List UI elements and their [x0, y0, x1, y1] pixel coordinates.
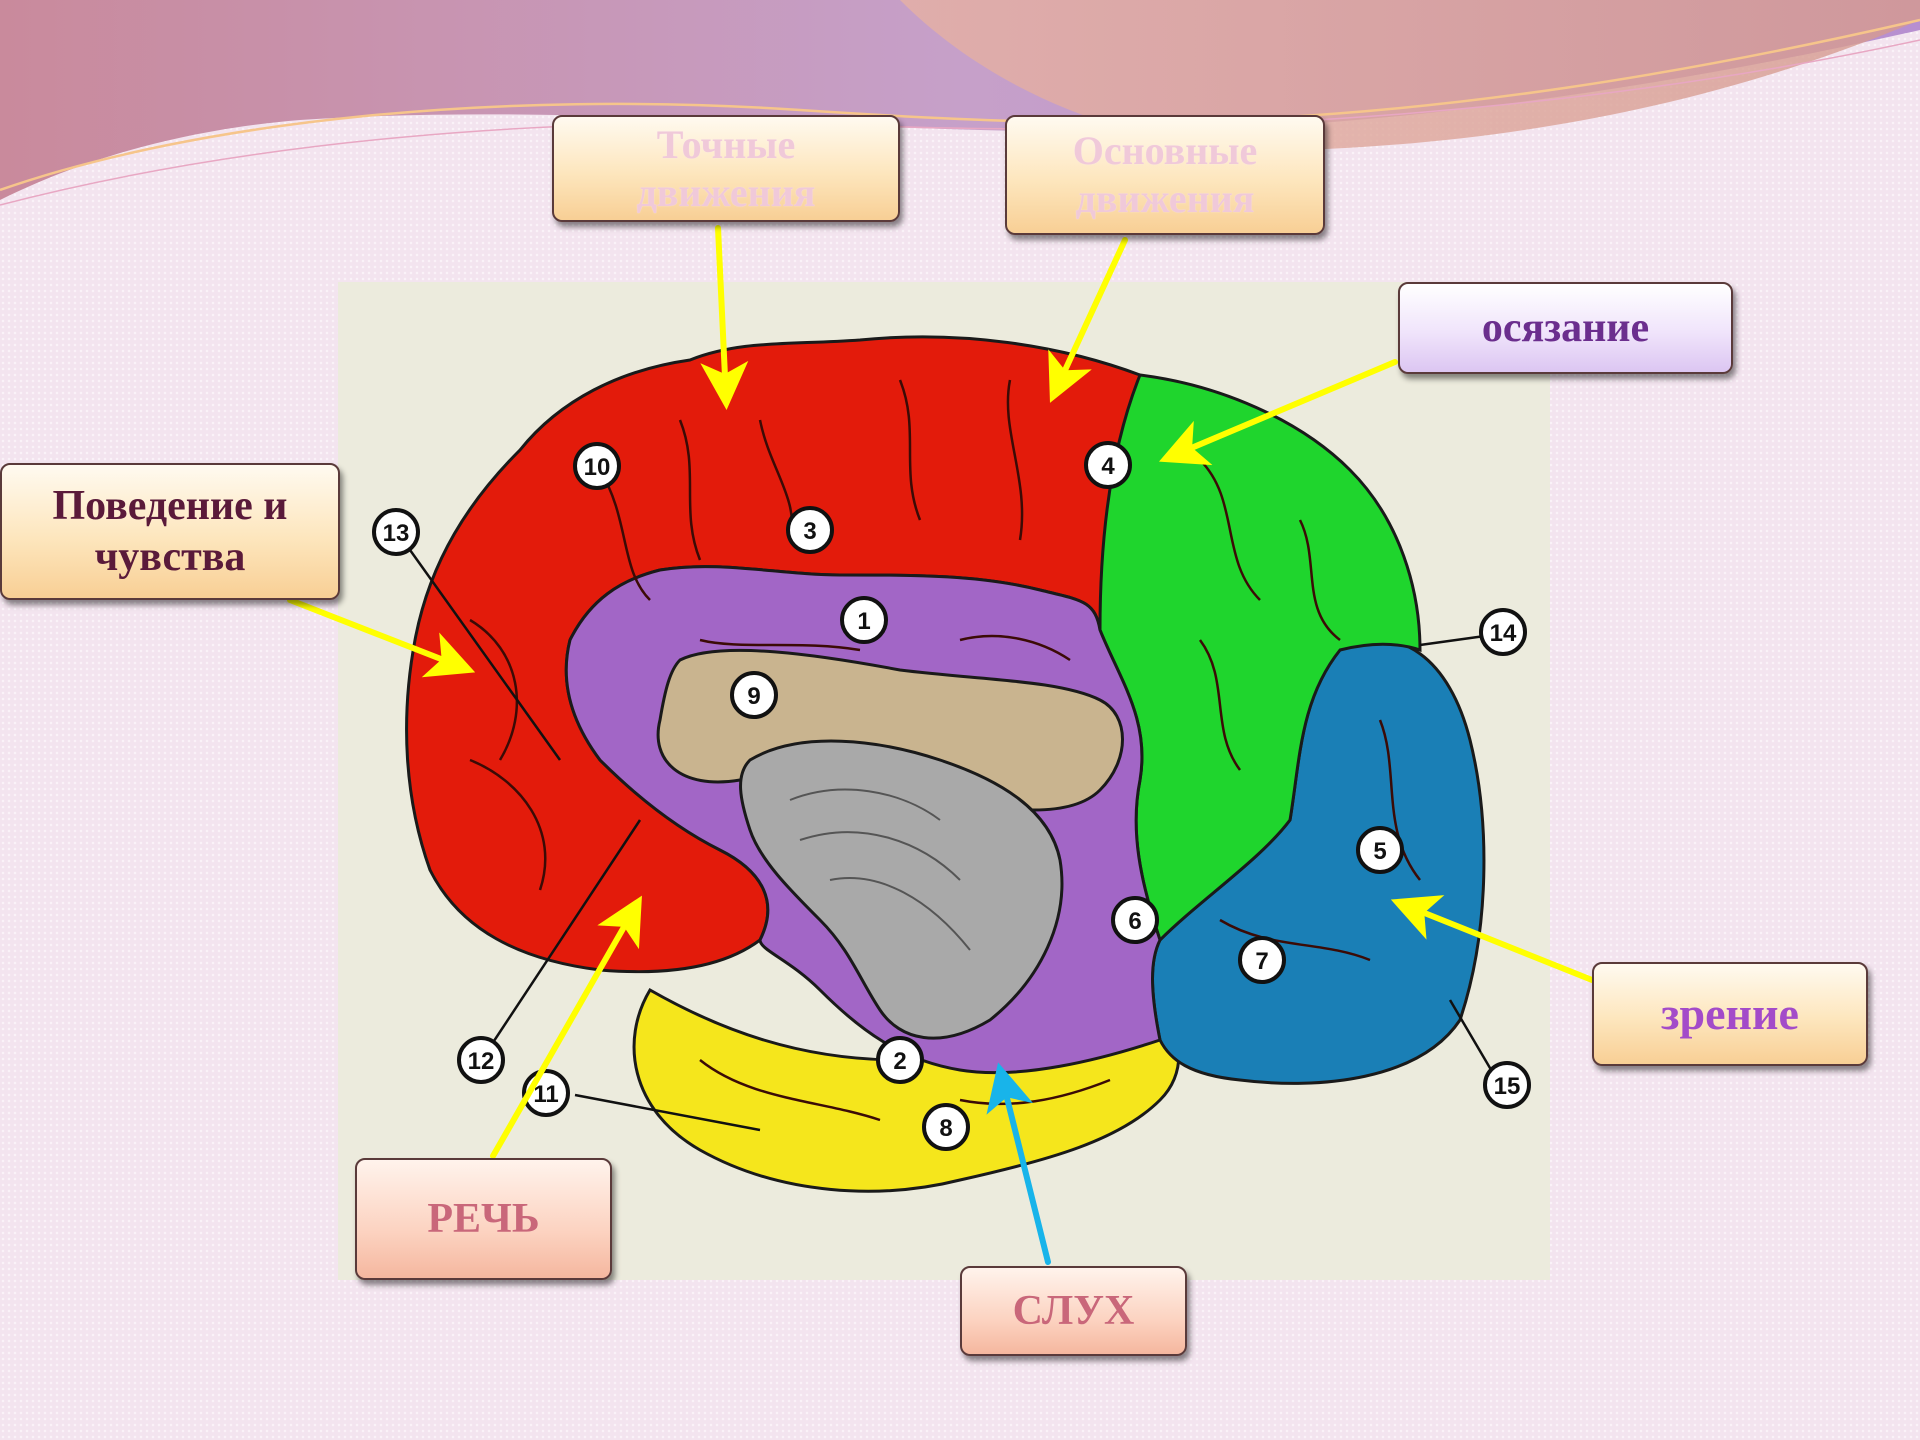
marker-number-13: 13 [383, 520, 410, 547]
marker-number-6: 6 [1128, 908, 1141, 935]
marker-number-4: 4 [1101, 453, 1115, 480]
label-precise-movements: Точные движения [552, 115, 900, 222]
label-basic-movements: Основные движения [1005, 115, 1325, 235]
marker-number-5: 5 [1373, 838, 1386, 865]
label-hearing: СЛУХ [960, 1266, 1187, 1356]
marker-number-12: 12 [468, 1048, 495, 1075]
marker-number-7: 7 [1255, 948, 1268, 975]
label-vision: зрение [1592, 962, 1868, 1066]
marker-number-1: 1 [857, 608, 870, 635]
marker-number-9: 9 [747, 683, 760, 710]
label-behavior: Поведение и чувства [0, 463, 340, 600]
marker-number-2: 2 [893, 1048, 906, 1075]
marker-number-14: 14 [1490, 620, 1517, 647]
marker-number-10: 10 [584, 454, 611, 481]
marker-number-3: 3 [803, 518, 816, 545]
label-speech: РЕЧЬ [355, 1158, 612, 1280]
label-touch: осязание [1398, 282, 1733, 374]
marker-number-15: 15 [1494, 1073, 1521, 1100]
marker-number-8: 8 [939, 1115, 952, 1142]
marker-number-11: 11 [533, 1081, 558, 1108]
